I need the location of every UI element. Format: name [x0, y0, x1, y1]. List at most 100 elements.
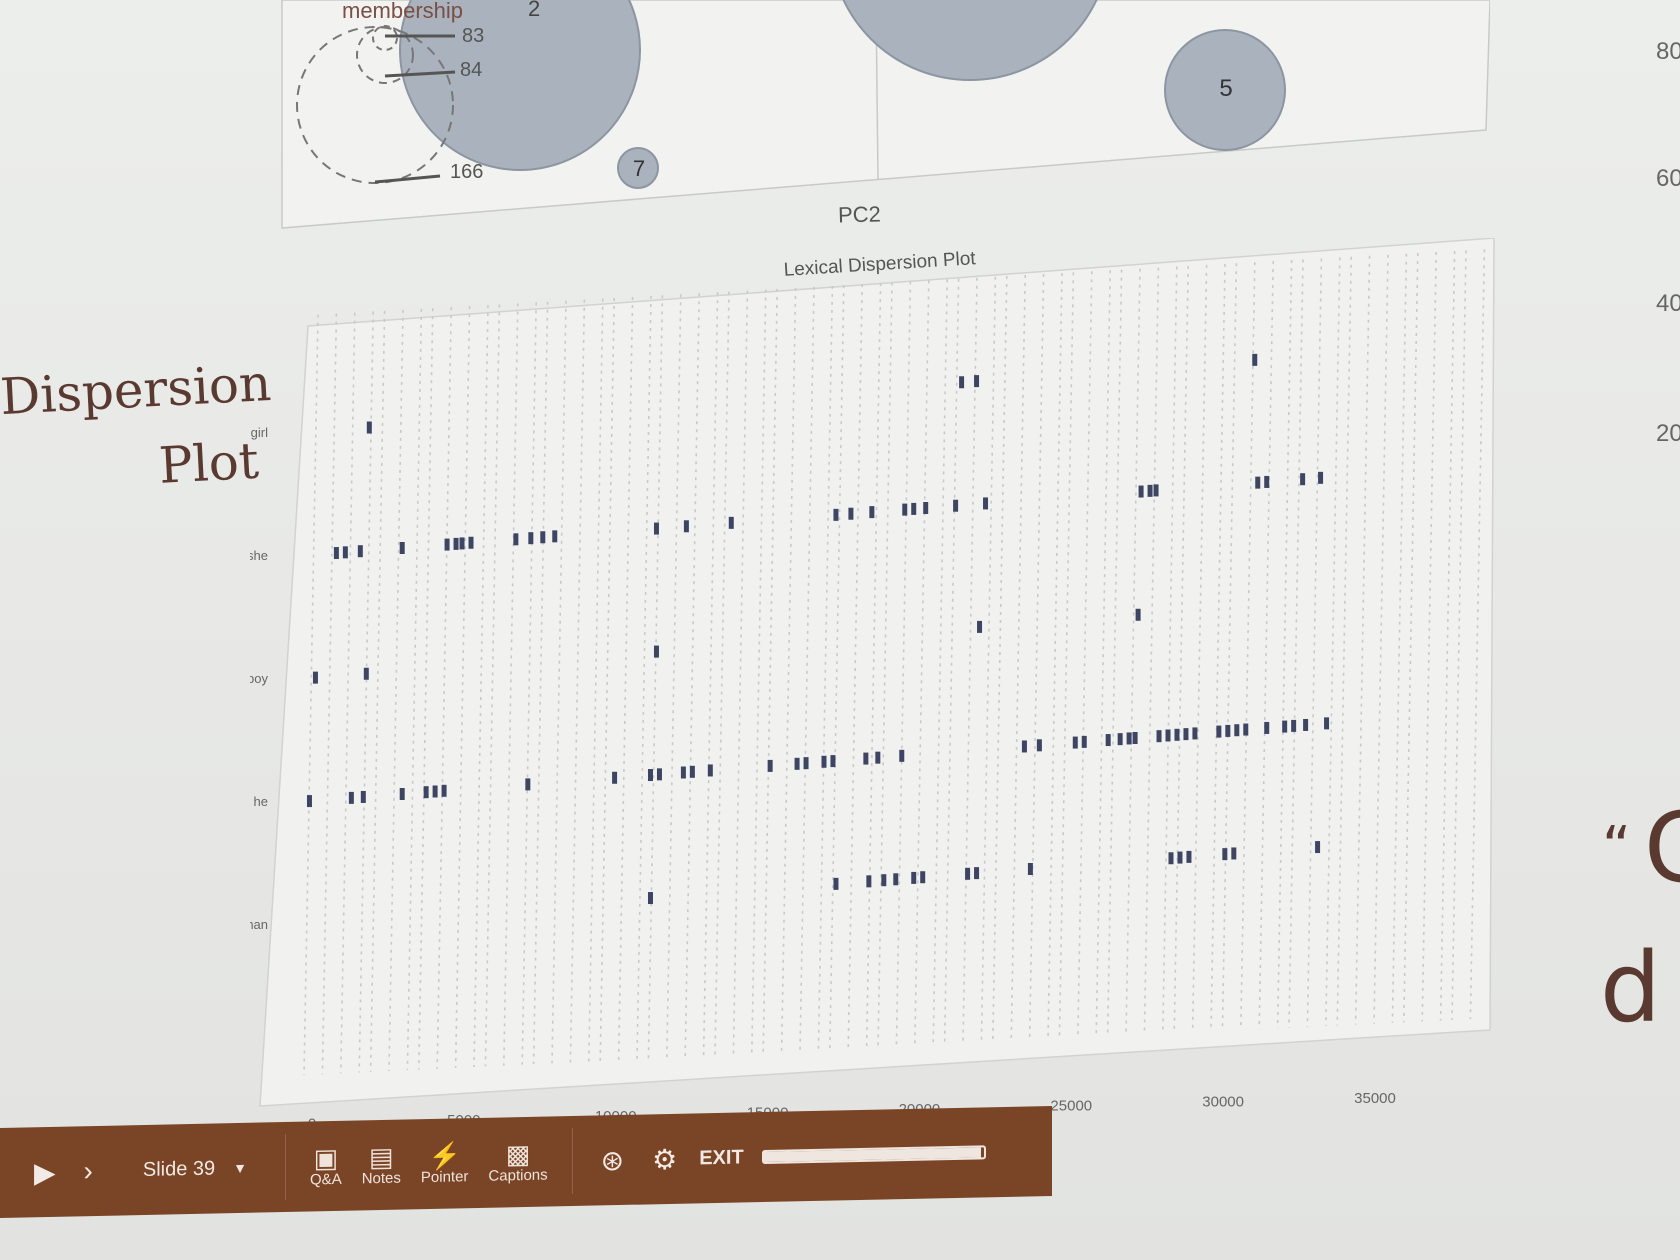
- plot-marks: [306, 353, 1330, 905]
- dispersion-mark-man: [1027, 863, 1033, 875]
- plot-y-labels: girlsheboyheman: [250, 425, 268, 932]
- exit-fullscreen-icon[interactable]: ⊛: [600, 1144, 625, 1176]
- slide-heading-line2: Plot: [157, 431, 261, 495]
- dispersion-mark-man: [1231, 847, 1237, 860]
- plot-gridline: [1421, 252, 1437, 1022]
- dispersion-mark-man: [1168, 852, 1174, 865]
- dispersion-mark-he: [647, 769, 653, 782]
- plot-gridline: [406, 308, 423, 1071]
- y-label-he: he: [254, 794, 268, 809]
- control-separator: [285, 1134, 287, 1201]
- dispersion-mark-man: [866, 875, 872, 888]
- dispersion-mark-he: [875, 751, 881, 764]
- dispersion-mark-he: [1303, 718, 1309, 731]
- slide-selector[interactable]: Slide 39 ▼: [143, 1156, 247, 1181]
- dispersion-mark-man: [881, 874, 887, 887]
- notes-button[interactable]: ▤ Notes: [361, 1141, 401, 1187]
- lexical-dispersion-plot: girlsheboyheman 050001000015000200002500…: [250, 238, 1500, 1138]
- dispersion-mark-he: [830, 755, 836, 768]
- plot-gridline: [321, 313, 338, 1075]
- dispersion-mark-he: [306, 795, 312, 808]
- dispersion-mark-boy: [312, 671, 318, 684]
- slide-progress-bar[interactable]: [761, 1145, 986, 1165]
- chevron-down-icon: ▼: [233, 1159, 248, 1177]
- presentation-control-bar: ▶ › Slide 39 ▼ ▣ Q&A ▤ Notes ⚡ Pointer ▩…: [0, 1105, 1052, 1218]
- cluster-label-5: 5: [1219, 75, 1232, 102]
- dispersion-mark-he: [348, 791, 354, 804]
- captions-button[interactable]: ▩ Captions: [488, 1138, 547, 1184]
- plot-gridline: [1240, 262, 1256, 1031]
- dispersion-mark-he: [1243, 723, 1249, 736]
- dispersion-mark-she: [911, 502, 917, 515]
- plot-gridline: [388, 309, 404, 1072]
- dispersion-mark-man: [974, 867, 980, 880]
- plot-gridline: [1258, 261, 1274, 1030]
- notes-label: Notes: [361, 1169, 401, 1187]
- chart-title: Lexical Dispersion Plot: [783, 248, 977, 281]
- dispersion-mark-boy: [653, 645, 659, 658]
- legend-value-83: 83: [462, 25, 484, 47]
- dispersion-mark-she: [540, 531, 546, 544]
- cluster-bubble-7: [617, 147, 659, 189]
- exit-button[interactable]: EXIT: [699, 1145, 744, 1169]
- dispersion-mark-she: [683, 520, 689, 533]
- dispersion-mark-man: [965, 867, 971, 880]
- plot-gridline: [1276, 260, 1293, 1029]
- pointer-button[interactable]: ⚡ Pointer: [421, 1140, 469, 1186]
- dispersion-mark-she: [1153, 484, 1159, 497]
- play-icon[interactable]: ▶: [34, 1156, 56, 1188]
- right-tick: 40: [1656, 290, 1680, 317]
- dispersion-mark-boy: [977, 620, 983, 633]
- y-label-man: man: [250, 917, 268, 932]
- right-tick: 60: [1656, 165, 1680, 192]
- dispersion-mark-she: [869, 506, 875, 519]
- dispersion-mark-she: [357, 545, 363, 558]
- dispersion-mark-he: [1081, 735, 1087, 748]
- chevron-right-icon[interactable]: ›: [83, 1155, 93, 1187]
- dispersion-mark-he: [1105, 734, 1111, 747]
- legend-leader-84: [384, 70, 456, 78]
- right-tick: 80: [1656, 38, 1680, 65]
- open-quote: “: [1602, 815, 1632, 880]
- legend-leader-166: [374, 174, 441, 184]
- dispersion-mark-she: [923, 502, 929, 514]
- dispersion-mark-man: [647, 892, 653, 905]
- dispersion-mark-girl: [1252, 353, 1258, 366]
- dispersion-mark-he: [707, 764, 713, 777]
- dispersion-mark-he: [1174, 728, 1180, 741]
- plot-gridline: [303, 314, 319, 1076]
- dispersion-mark-she: [653, 522, 659, 535]
- dispersion-mark-girl: [974, 375, 980, 388]
- plot-gridline: [1354, 255, 1371, 1025]
- dispersion-mark-he: [1192, 727, 1198, 740]
- dispersion-mark-he: [1264, 721, 1270, 734]
- plot-gridline: [1336, 256, 1352, 1026]
- dispersion-mark-she: [848, 507, 854, 520]
- dispersion-mark-he: [656, 768, 662, 781]
- x-tick-label: 30000: [1202, 1094, 1244, 1111]
- qa-label: Q&A: [310, 1170, 342, 1189]
- plot-gridline: [1439, 250, 1456, 1021]
- cluster-bubble-2: [399, 0, 641, 171]
- dispersion-mark-man: [893, 873, 899, 886]
- y-label-girl: girl: [251, 425, 268, 440]
- plot-gridline: [1373, 254, 1389, 1024]
- gear-icon[interactable]: ⚙: [652, 1143, 678, 1175]
- dispersion-mark-man: [1177, 851, 1183, 864]
- dispersion-mark-she: [513, 533, 519, 546]
- dispersion-mark-she: [528, 532, 534, 545]
- dispersion-mark-he: [863, 752, 869, 765]
- cluster-bubble-top: [842, 0, 1098, 81]
- dispersion-mark-he: [1072, 736, 1078, 749]
- plot-frame: [259, 238, 1495, 1107]
- notes-icon: ▤: [369, 1141, 394, 1172]
- x-tick-label: 25000: [1050, 1097, 1092, 1114]
- dispersion-mark-he: [767, 759, 773, 772]
- qa-button[interactable]: ▣ Q&A: [310, 1142, 342, 1189]
- dispersion-mark-he: [1282, 720, 1288, 733]
- cluster-label-7: 7: [633, 156, 645, 181]
- y-label-she: she: [250, 548, 268, 563]
- dispersion-mark-she: [552, 530, 558, 543]
- dispersion-mark-he: [899, 749, 905, 762]
